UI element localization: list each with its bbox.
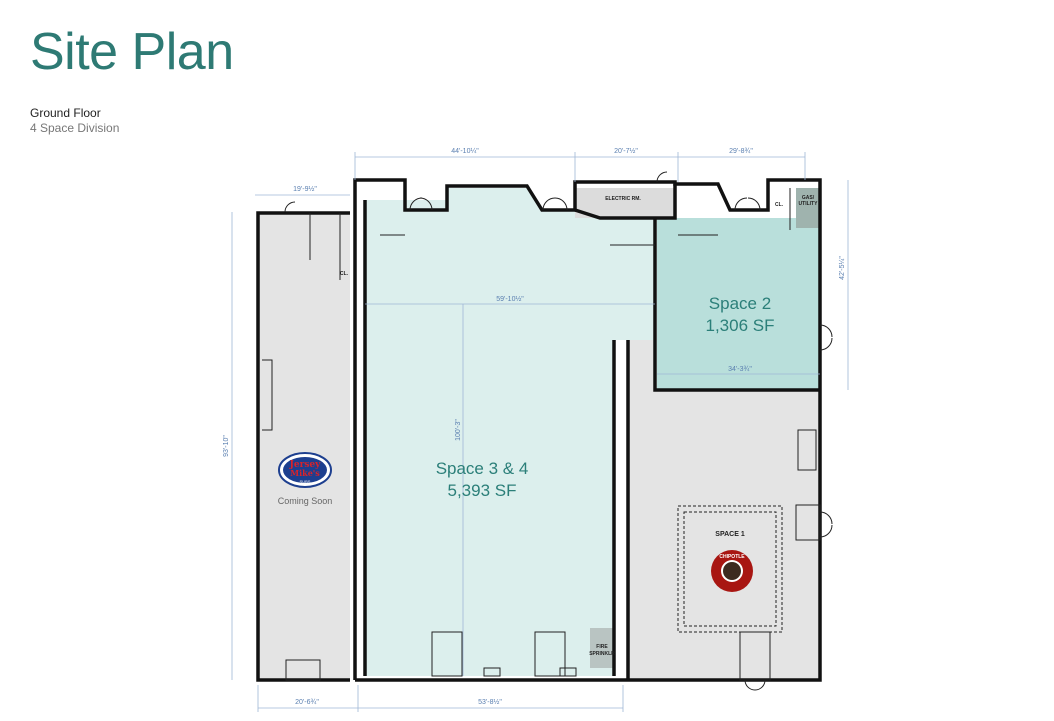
dim-left-height: 93'-10": [223, 435, 230, 457]
dim-bottom-b: 53'-8½": [478, 698, 502, 706]
electric-room-wall: [574, 184, 677, 220]
dim-right-height: 42'-5¼": [839, 256, 846, 280]
dim-left-top: 19'-9½": [293, 185, 317, 193]
entry-door: [285, 659, 321, 681]
chipotle-logo: CHIPOTLE: [711, 550, 753, 592]
door: [744, 679, 766, 691]
utility-label: UTILITY: [799, 201, 819, 207]
entry-vestibule: [534, 631, 566, 677]
door: [819, 511, 833, 538]
closet-label: CL.: [340, 271, 349, 277]
dim-top-b: 20'-7½": [614, 147, 638, 155]
vestibule: [795, 504, 821, 541]
space-2[interactable]: [657, 218, 820, 390]
space1-inner-outline: [683, 511, 777, 627]
dim-bottom-a: 20'-6¾": [295, 699, 319, 706]
division-label: 4 Space Division: [30, 121, 120, 135]
stair: [797, 429, 817, 471]
dim-inner-width: 59'-10½": [496, 295, 524, 303]
space34-name: Space 3 & 4: [436, 459, 529, 478]
electric-room-label: ELECTRIC RM.: [605, 196, 641, 202]
svg-text:CHIPOTLE: CHIPOTLE: [719, 554, 745, 560]
space2-area: 1,306 SF: [706, 316, 775, 335]
coming-soon-label: Coming Soon: [278, 496, 333, 506]
dim-space2-width: 34'-3¾": [728, 366, 752, 373]
space2-name: Space 2: [709, 294, 771, 313]
sprinkler-label: SPRINKLR: [589, 651, 615, 657]
electric-room: [575, 188, 675, 218]
column: [262, 359, 273, 431]
space-3-4[interactable]: [365, 188, 655, 676]
fire-label: FIRE: [596, 644, 608, 650]
door: [656, 171, 668, 183]
space1-label: SPACE 1: [715, 531, 745, 538]
door: [819, 324, 833, 351]
column: [483, 667, 501, 677]
door: [542, 197, 568, 211]
space-1[interactable]: [628, 340, 820, 680]
space2-wall: [653, 218, 820, 392]
closet-label: CL.: [775, 202, 784, 208]
door: [284, 201, 296, 213]
dim-top-c: 29'-8¾": [729, 148, 753, 155]
door: [734, 197, 761, 211]
svg-text:Jersey: Jersey: [289, 460, 322, 470]
entry-vestibule: [431, 631, 463, 677]
fire-sprinkler-room: [590, 628, 614, 668]
column: [559, 667, 577, 677]
svg-text:SUBS: SUBS: [300, 479, 311, 484]
building-wall: [353, 178, 822, 682]
gas-utility-room: [796, 188, 820, 228]
dimensions: [231, 152, 849, 712]
gas-label: GAS/: [802, 195, 815, 201]
space1-outline: [677, 505, 783, 633]
space34-area: 5,393 SF: [448, 481, 517, 500]
jersey-mikes-logo: Jersey Mike's SUBS: [278, 452, 332, 488]
dim-top-a: 44'-10¼": [451, 148, 479, 155]
jersey-mikes-space[interactable]: [258, 213, 350, 680]
dim-inner-height: 100'-3": [455, 419, 462, 441]
door: [409, 197, 433, 211]
svg-text:Mike's: Mike's: [290, 468, 320, 478]
page-title: Site Plan: [30, 23, 234, 81]
floor-label: Ground Floor: [30, 106, 101, 120]
